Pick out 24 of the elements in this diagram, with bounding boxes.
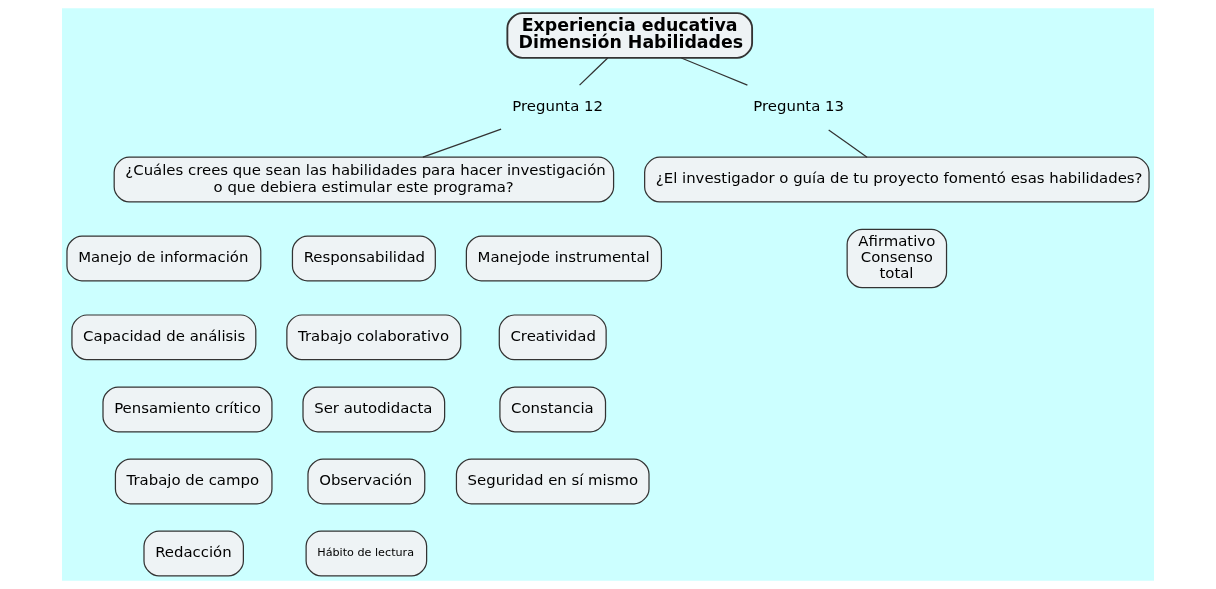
node-box: ¿El investigador o guía de tu proyecto fomentó esas habilidades? — [644, 156, 1150, 203]
node-box: Seguridad en sí mismo — [455, 458, 650, 505]
node-box: Afirmativo Consenso total — [846, 228, 948, 289]
node-box: Hábito de lectura — [305, 530, 428, 577]
connector — [422, 128, 502, 158]
node-box: Manejo de información — [66, 235, 262, 282]
node-box: Ser autodidacta — [302, 386, 446, 433]
node-box: Constancia — [499, 386, 607, 433]
node-box: Capacidad de análisis — [71, 314, 257, 361]
node-box: Observación — [307, 458, 426, 505]
node-box: Creatividad — [498, 314, 607, 361]
node-text: Pregunta 13 — [753, 97, 845, 116]
node-box: Responsabilidad — [291, 235, 436, 282]
node-box: Trabajo colaborativo — [286, 314, 462, 361]
node-box: Trabajo de campo — [114, 458, 273, 505]
connector — [680, 57, 748, 86]
connector — [828, 129, 868, 158]
node-box: Experiencia educativa Dimensión Habilidades — [506, 12, 754, 59]
node-text: Pregunta 12 — [512, 97, 603, 116]
node-box: Manejode instrumental — [465, 235, 663, 282]
node-box: ¿Cuáles crees que sean las habilidades para hacer investigación o que debiera estimular este programa? — [113, 156, 615, 203]
node-box: Pensamiento crítico — [102, 386, 273, 433]
node-box: Redacción — [143, 530, 244, 577]
connector — [578, 57, 609, 86]
